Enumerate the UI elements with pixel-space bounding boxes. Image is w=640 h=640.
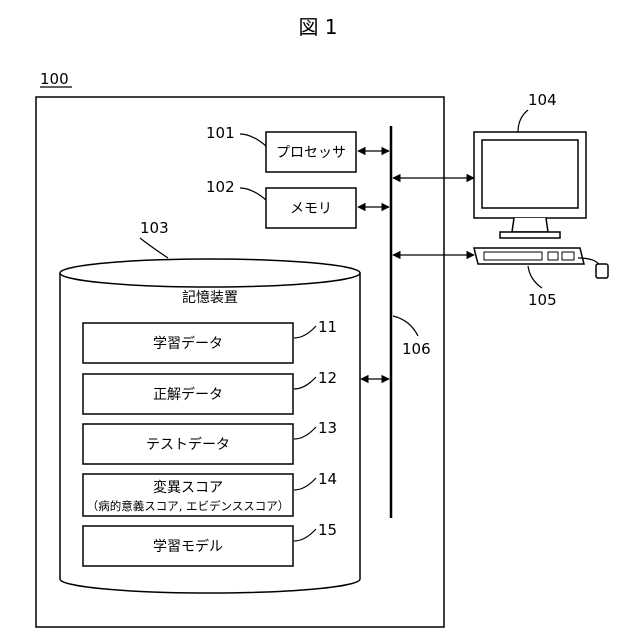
storage-leader [140,238,168,258]
keyboard-icon [474,248,600,266]
storage-item-14-label: 変異スコア [153,479,223,496]
processor-leader [240,134,266,146]
bus-leader [393,316,418,336]
figure-title: 図 1 [298,15,337,39]
storage-item-14-sublabel: （病的意義スコア, エビデンススコア） [87,499,290,513]
system-ref: 100 [40,70,69,88]
memory-ref: 102 [206,178,235,196]
processor-label: プロセッサ [276,145,346,161]
input-device-leader [528,266,542,288]
bus-ref: 106 [402,340,431,358]
storage-item-12-label: 正解データ [153,386,223,403]
storage-item-15-label: 学習モデル [153,538,223,555]
storage-item-13-label: テストデータ [146,436,230,453]
memory-label: メモリ [290,201,332,217]
memory-leader [240,188,266,200]
mouse-icon [596,264,608,278]
storage-item-15-ref: 15 [318,521,337,539]
storage-item-11-ref: 11 [318,318,337,336]
storage-item-14-ref: 14 [318,470,337,488]
input-device-ref: 105 [528,291,557,309]
storage-ref: 103 [140,219,169,237]
storage-item-13-ref: 13 [318,419,337,437]
display-ref: 104 [528,91,557,109]
display-leader [518,110,528,132]
processor-ref: 101 [206,124,235,142]
monitor-icon [474,132,586,238]
storage-label: 記憶装置 [182,289,238,306]
storage-item-11-label: 学習データ [153,335,223,352]
storage-item-12-ref: 12 [318,369,337,387]
